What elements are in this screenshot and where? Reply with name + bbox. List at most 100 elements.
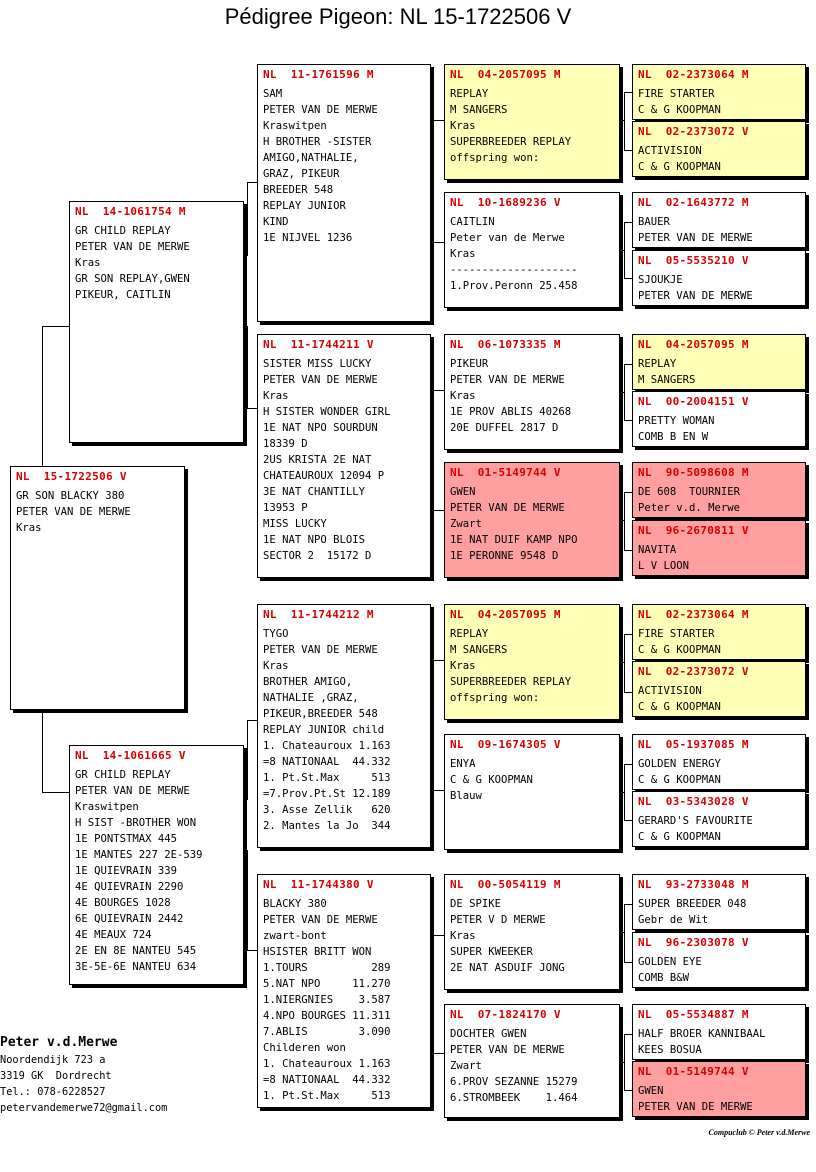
pigeon-detail-line: Gebr de Wit — [638, 914, 709, 926]
pigeon-detail-line: GR CHILD REPLAY — [75, 769, 171, 781]
pigeon-detail-line: REPLAY JUNIOR child — [263, 724, 385, 736]
pigeon-detail-line: CHATEAUROUX 12094 P — [263, 470, 385, 482]
pigeon-detail-line: SUPERBREEDER REPLAY — [450, 676, 572, 688]
connector-line — [620, 520, 624, 521]
pigeon-detail-line: NATHALIE ,GRAZ, — [263, 692, 359, 704]
pigeon-detail-line: Kras — [263, 660, 289, 672]
connector-line — [620, 932, 624, 933]
connector-line — [624, 278, 632, 279]
pigeon-detail-line: REPLAY — [450, 88, 489, 100]
ring-number: NL 11-1744380 V — [263, 878, 374, 891]
pigeon-detail-line: Peter v.d. Merwe — [638, 502, 741, 514]
connector-line — [620, 250, 624, 251]
connector-line — [624, 1034, 632, 1035]
pigeon-detail-line: PETER VAN DE MERWE — [263, 104, 378, 116]
pigeon-detail-line: GOLDEN EYE — [638, 956, 702, 968]
pigeon-detail-line: 6.STROMBEEK 1.464 — [450, 1092, 578, 1104]
pigeon-detail-line: GR CHILD REPLAY — [75, 225, 171, 237]
pigeon-detail-line: 1E PONTSTMAX 445 — [75, 833, 178, 845]
connector-line — [624, 764, 632, 765]
pigeon-detail-line: PETER VAN DE MERWE — [638, 1101, 753, 1113]
connector-line — [433, 120, 445, 121]
ring-number: NL 04-2057095 M — [450, 68, 561, 81]
pigeon-detail-line: 5.NAT NPO 11.270 — [263, 978, 391, 990]
connector-line — [42, 326, 43, 470]
pigeon-detail-line: 2. Mantes la Jo 344 — [263, 820, 391, 832]
pigeon-detail-line: 4.NPO BOURGES 11.311 — [263, 1010, 391, 1022]
owner-phone: Tel.: 078-6228527 — [0, 1086, 106, 1098]
pigeon-detail-line: 18339 D — [263, 438, 308, 450]
pigeon-detail-line: ENYA — [450, 758, 476, 770]
pigeon-detail-line: C & G KOOPMAN — [638, 701, 721, 713]
pigeon-detail-line: 4E BOURGES 1028 — [75, 897, 171, 909]
ring-number: NL 09-1674305 V — [450, 738, 561, 751]
owner-address-line: 3319 GK Dordrecht — [0, 1070, 112, 1082]
pigeon-detail-line: CAITLIN — [450, 216, 495, 228]
pigeon-detail-line: 1E MANTES 227 2E-539 — [75, 849, 203, 861]
pigeon-detail-line: 3E-5E-6E NANTEU 634 — [75, 961, 197, 973]
connector-line — [624, 222, 625, 278]
owner-email[interactable]: petervandemerwe72@gmail.com — [0, 1102, 168, 1114]
connector-line — [433, 660, 445, 661]
pigeon-detail-line: Zwart — [450, 518, 482, 530]
pigeon-detail-line: BAUER — [638, 216, 670, 228]
pigeon-detail-line: AMIGO,NATHALIE, — [263, 152, 359, 164]
pigeon-detail-line: 1. Pt.St.Max 513 — [263, 772, 391, 784]
connector-line — [433, 660, 434, 728]
pigeon-detail-line: 1E PERONNE 9548 D — [450, 550, 559, 562]
connector-line — [624, 962, 632, 963]
connector-line — [624, 364, 625, 420]
pigeon-detail-line: PETER VAN DE MERWE — [450, 502, 565, 514]
pigeon-detail-line: PETER VAN DE MERWE — [450, 1044, 565, 1056]
pigeon-detail-line: C & G KOOPMAN — [638, 161, 721, 173]
ring-number: NL 02-2373064 M — [638, 608, 749, 621]
pigeon-detail-line: GOLDEN ENERGY — [638, 758, 721, 770]
pigeon-detail-line: L V LOON — [638, 560, 690, 572]
ring-number: NL 93-2733048 M — [638, 878, 749, 891]
pigeon-detail-line: MISS LUCKY — [263, 518, 327, 530]
pigeon-detail-line: 1E QUIEVRAIN 339 — [75, 865, 178, 877]
pigeon-detail-line: Zwart — [450, 1060, 482, 1072]
connector-line — [624, 904, 625, 962]
pigeon-detail-line: 1E PROV ABLIS 40268 — [450, 406, 572, 418]
connector-line — [247, 720, 257, 721]
connector-line — [624, 550, 632, 551]
